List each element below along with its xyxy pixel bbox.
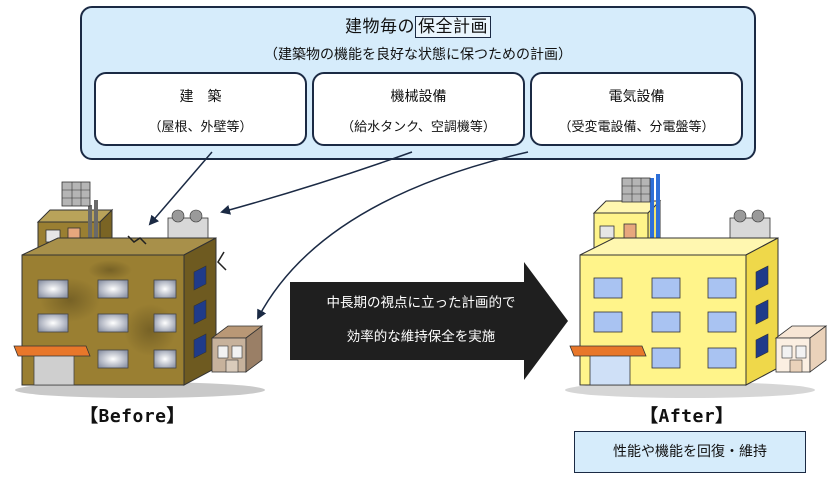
category-pointer-arrows (148, 151, 529, 320)
category-detail: （受変電設備、分電盤等） (558, 120, 715, 135)
plan-title: 建物毎の保全計画 (82, 16, 754, 38)
plan-title-prefix: 建物毎の (345, 17, 415, 37)
process-arrow-text-line1: 中長期の視点に立った計画的で (326, 295, 516, 311)
category-name: 機械設備 (390, 89, 447, 105)
category-name: 電気設備 (608, 89, 665, 105)
category-architecture: 建 築 （屋根、外壁等） (94, 72, 307, 146)
plan-title-boxed: 保全計画 (415, 16, 491, 38)
plan-subtitle: （建築物の機能を良好な状態に保つための計画） (264, 47, 572, 63)
pointer-arrow-mechanical (220, 151, 413, 215)
after-building-illustration (565, 174, 828, 398)
category-mechanical: 機械設備 （給水タンク、空調機等） (312, 72, 525, 146)
category-name: 建 築 (179, 89, 222, 105)
result-box: 性能や機能を回復・維持 (574, 431, 806, 473)
category-electrical: 電気設備 （受変電設備、分電盤等） (530, 72, 743, 146)
category-detail: （給水タンク、空調機等） (341, 120, 496, 135)
process-arrow-text-line2: 効率的な維持保全を実施 (346, 329, 496, 345)
before-building-illustration (13, 181, 265, 398)
process-arrow (290, 262, 568, 380)
category-detail: （屋根、外壁等） (148, 120, 253, 135)
after-label: 【After】 (640, 406, 734, 427)
pointer-arrow-architecture (148, 151, 213, 226)
pointer-arrow-electrical (257, 151, 529, 320)
before-label: 【Before】 (80, 406, 186, 427)
